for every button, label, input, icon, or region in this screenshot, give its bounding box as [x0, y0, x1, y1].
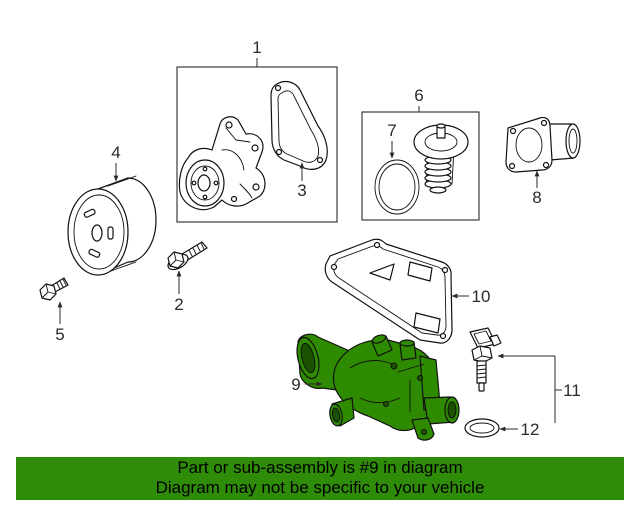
gasket-inner — [277, 90, 319, 163]
gasket-inner-edge — [333, 245, 447, 336]
pulley-center — [91, 224, 103, 242]
thermostat-base — [429, 186, 447, 194]
leader-bracket-11 — [554, 356, 562, 423]
water-pump-pulley — [67, 175, 157, 276]
cover-bolt-hole — [540, 119, 548, 127]
banner-line-1: Part or sub-assembly is #9 in diagram — [177, 458, 463, 477]
cover-bore — [515, 127, 543, 163]
gasket-bolt-hole — [330, 263, 338, 271]
callout-5: 5 — [55, 325, 64, 344]
water-pump-hub-ring — [190, 165, 220, 201]
housing-boss-top — [371, 334, 387, 344]
callout-6: 6 — [414, 86, 423, 105]
gasket-bolt-hole — [439, 332, 447, 340]
sensor-tip — [478, 382, 485, 392]
sensor-hex-edge — [473, 345, 493, 361]
gasket-bolt-hole — [274, 84, 282, 92]
housing-contour — [349, 360, 425, 413]
o-ring-outer — [374, 159, 420, 215]
sensor-clip — [489, 334, 502, 347]
pulley-slot — [83, 208, 96, 218]
cover-outlet-rim — [565, 123, 581, 159]
sensor-thread-lines — [476, 364, 487, 379]
callout-8: 8 — [532, 188, 541, 207]
gasket-bolt-hole — [441, 266, 449, 274]
o-ring-inner — [378, 163, 416, 211]
pulley-slot — [88, 248, 101, 258]
flange-bolt-hole — [251, 144, 259, 152]
water-pump-bolt — [167, 241, 208, 271]
banner-line-2: Diagram may not be specific to your vehi… — [155, 478, 485, 497]
housing-port — [390, 362, 398, 370]
housing-boss-top — [399, 339, 415, 347]
gasket-cutout-port — [413, 312, 441, 334]
housing-port — [417, 375, 423, 381]
bolt-head-edge — [169, 251, 185, 267]
gasket-cutout-port — [407, 261, 433, 282]
cover-outlet-opening — [568, 128, 578, 154]
gasket-bolt-hole — [316, 156, 324, 164]
housing-port — [383, 401, 389, 407]
callout-12: 12 — [521, 420, 540, 439]
housing-inlet-opening — [300, 342, 316, 374]
bolt-threads — [188, 242, 205, 257]
sensor-washer — [464, 418, 500, 438]
pulley-bolt — [39, 277, 69, 301]
bolt-threads — [56, 278, 67, 290]
coolant-temperature-sensor — [469, 327, 502, 392]
cover-bolt-hole — [508, 162, 516, 170]
callout-11: 11 — [563, 381, 581, 400]
callout-3: 3 — [297, 181, 306, 200]
callout-4: 4 — [111, 143, 120, 162]
gasket-bolt-hole — [275, 148, 283, 156]
hub-bolt-hole — [202, 166, 208, 172]
housing-mount-hole — [421, 429, 427, 435]
thermostat-o-ring — [374, 159, 420, 215]
thermostat-valve-top — [436, 123, 446, 129]
gasket-outer — [270, 80, 328, 170]
hub-bolt-hole — [191, 180, 197, 186]
bolt-head-edge — [41, 283, 57, 299]
callout-7: 7 — [387, 121, 396, 140]
housing-lower-outlet-opening — [331, 407, 341, 423]
washer-outer — [464, 418, 500, 438]
thermostat — [413, 123, 469, 194]
hub-bolt-hole — [213, 180, 219, 186]
cover-bolt-hole — [509, 127, 517, 135]
hub-bolt-hole — [202, 194, 208, 200]
assembly-box-6 — [361, 111, 480, 221]
housing-right-outlet-opening — [447, 401, 457, 419]
flange-bolt-hole — [225, 121, 233, 129]
flange-bolt-hole — [252, 183, 260, 191]
notice-banner: Part or sub-assembly is #9 in diagram Di… — [16, 457, 624, 500]
thermostat-housing — [296, 333, 460, 441]
washer-inner — [469, 422, 495, 434]
callout-1: 1 — [252, 38, 261, 57]
flange-bolt-hole — [230, 195, 238, 203]
housing-gasket — [324, 238, 453, 344]
gasket-cutout-triangle — [369, 263, 395, 281]
water-pump-contour — [221, 127, 253, 199]
callout-9: 9 — [291, 375, 300, 394]
sensor-thread — [476, 360, 487, 384]
cover-bolt-hole — [542, 161, 550, 169]
pulley-slot — [107, 226, 114, 240]
water-pump-shaft — [197, 174, 211, 192]
callout-2: 2 — [174, 295, 183, 314]
gasket-bolt-hole — [373, 241, 381, 249]
callout-10: 10 — [472, 287, 491, 306]
pulley-face-ring — [73, 194, 125, 270]
cover-flange — [505, 116, 553, 173]
water-pump-gasket — [270, 80, 328, 170]
thermostat-cover — [505, 116, 581, 173]
housing-mount-lug — [411, 417, 435, 441]
sensor-connector-socket — [473, 330, 492, 345]
water-pump — [178, 116, 266, 211]
